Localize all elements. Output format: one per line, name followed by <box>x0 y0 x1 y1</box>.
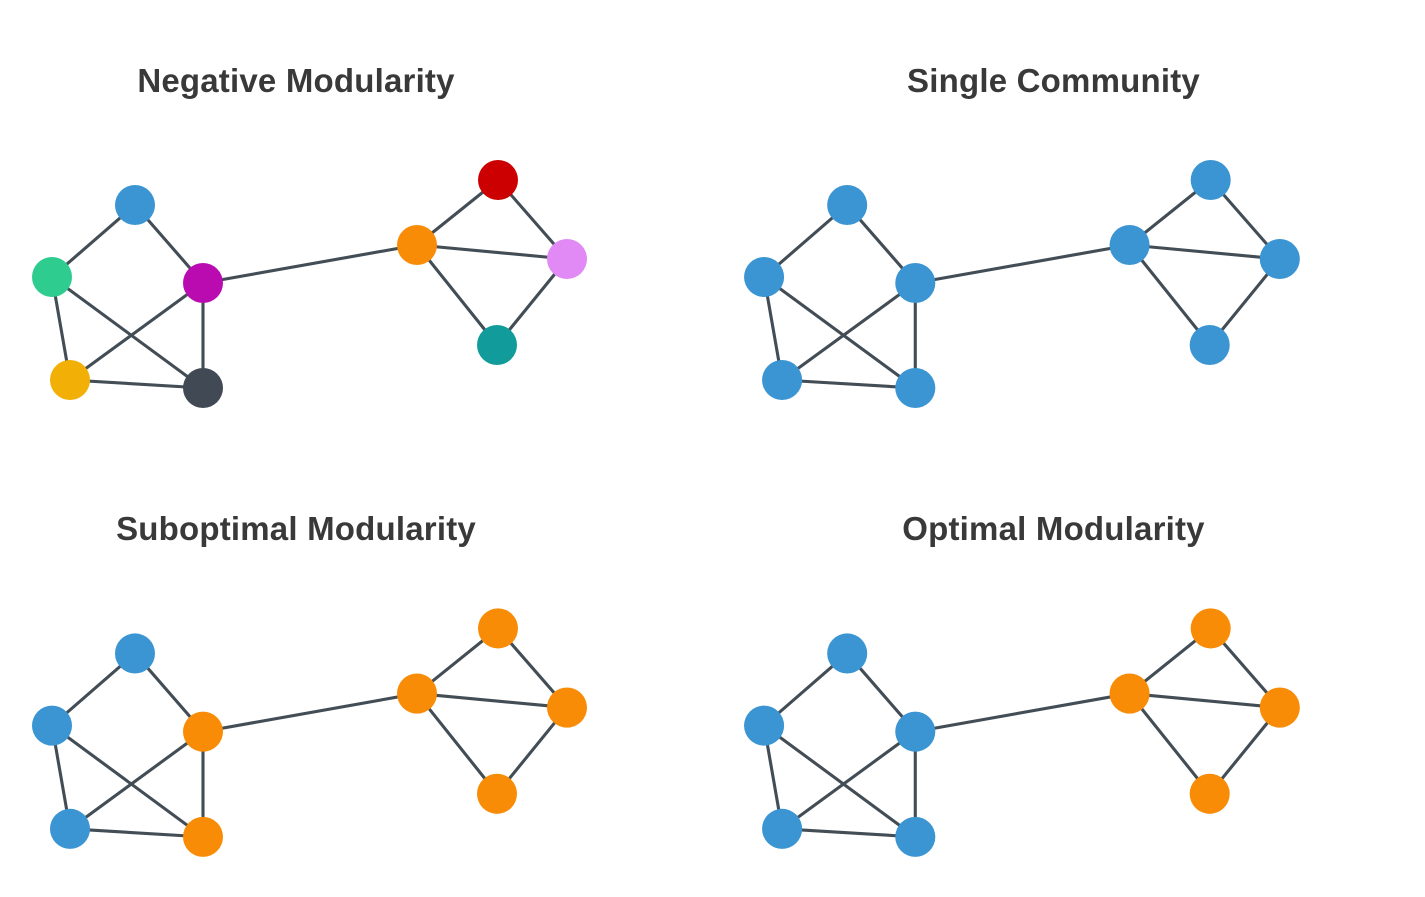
node-layer <box>32 160 587 408</box>
graph-node <box>115 633 155 674</box>
node-layer <box>744 608 1300 857</box>
graph-edge <box>780 730 917 831</box>
graph-node <box>895 816 936 857</box>
panel-negative-modularity: Negative Modularity <box>0 0 712 448</box>
graph-suboptimal-modularity <box>32 608 587 857</box>
panel-single-community: Single Community <box>712 0 1425 448</box>
graph-edge <box>201 691 419 734</box>
graph-edge <box>415 243 569 261</box>
graph-node <box>1190 608 1231 649</box>
graph-node <box>183 816 223 857</box>
graph-node <box>183 263 223 303</box>
graph-node <box>762 360 803 400</box>
graph-node <box>895 368 936 408</box>
graph-edge <box>50 275 205 390</box>
graph-edge <box>780 827 917 839</box>
panel-title-negative-modularity: Negative Modularity <box>137 62 455 99</box>
panel-title-optimal-modularity: Optimal Modularity <box>902 510 1205 547</box>
graph-node <box>547 239 587 279</box>
graph-edge <box>68 730 205 831</box>
graph-edge <box>68 281 205 382</box>
graph-node <box>1259 239 1300 279</box>
graph-edge <box>780 281 917 382</box>
graph-edge <box>415 691 499 796</box>
graph-optimal-modularity <box>744 608 1300 857</box>
graph-node <box>397 225 437 265</box>
panel-title-suboptimal-modularity: Suboptimal Modularity <box>116 510 476 547</box>
graph-edge <box>68 378 205 390</box>
graph-node <box>32 705 72 746</box>
graph-node <box>115 185 155 225</box>
graph-node <box>895 711 936 752</box>
graph-node <box>477 773 517 814</box>
graph-node <box>762 808 803 849</box>
graph-node <box>478 160 518 200</box>
graph-node <box>477 325 517 365</box>
graph-node <box>183 368 223 408</box>
graph-edge <box>201 243 419 285</box>
panel-title-single-community: Single Community <box>907 62 1200 99</box>
graph-node <box>744 705 785 746</box>
graph-node <box>1190 160 1231 200</box>
graph-edge <box>415 243 499 347</box>
panel-suboptimal-modularity: Suboptimal Modularity <box>0 448 712 897</box>
graph-node <box>827 633 868 674</box>
graph-node <box>397 673 437 714</box>
graph-edge <box>1128 691 1282 710</box>
graph-node <box>744 257 785 297</box>
graph-edge <box>913 243 1132 285</box>
graph-edge <box>1128 691 1212 796</box>
graph-edge <box>415 691 569 710</box>
graph-node <box>547 687 587 728</box>
graph-node <box>50 808 90 849</box>
graph-edge <box>1128 243 1282 261</box>
graph-node <box>1109 673 1150 714</box>
graph-edge <box>68 827 205 839</box>
graph-node <box>1109 225 1150 265</box>
graph-edge <box>762 275 917 390</box>
graph-node <box>478 608 518 649</box>
node-layer <box>744 160 1300 408</box>
graph-node <box>50 360 90 400</box>
graph-node <box>183 711 223 752</box>
graph-node <box>1189 773 1230 814</box>
node-layer <box>32 608 587 857</box>
panel-optimal-modularity: Optimal Modularity <box>712 448 1425 897</box>
graph-edge <box>780 378 917 390</box>
graph-edge <box>50 724 205 839</box>
graph-node <box>32 257 72 297</box>
graph-edge <box>762 724 917 839</box>
graph-node <box>895 263 936 303</box>
graph-edge <box>913 691 1132 734</box>
graph-edge <box>1128 243 1212 347</box>
graph-negative-modularity <box>32 160 587 408</box>
graph-node <box>1259 687 1300 728</box>
graph-node <box>827 185 868 225</box>
graph-single-community <box>744 160 1300 408</box>
graph-node <box>1189 325 1230 365</box>
